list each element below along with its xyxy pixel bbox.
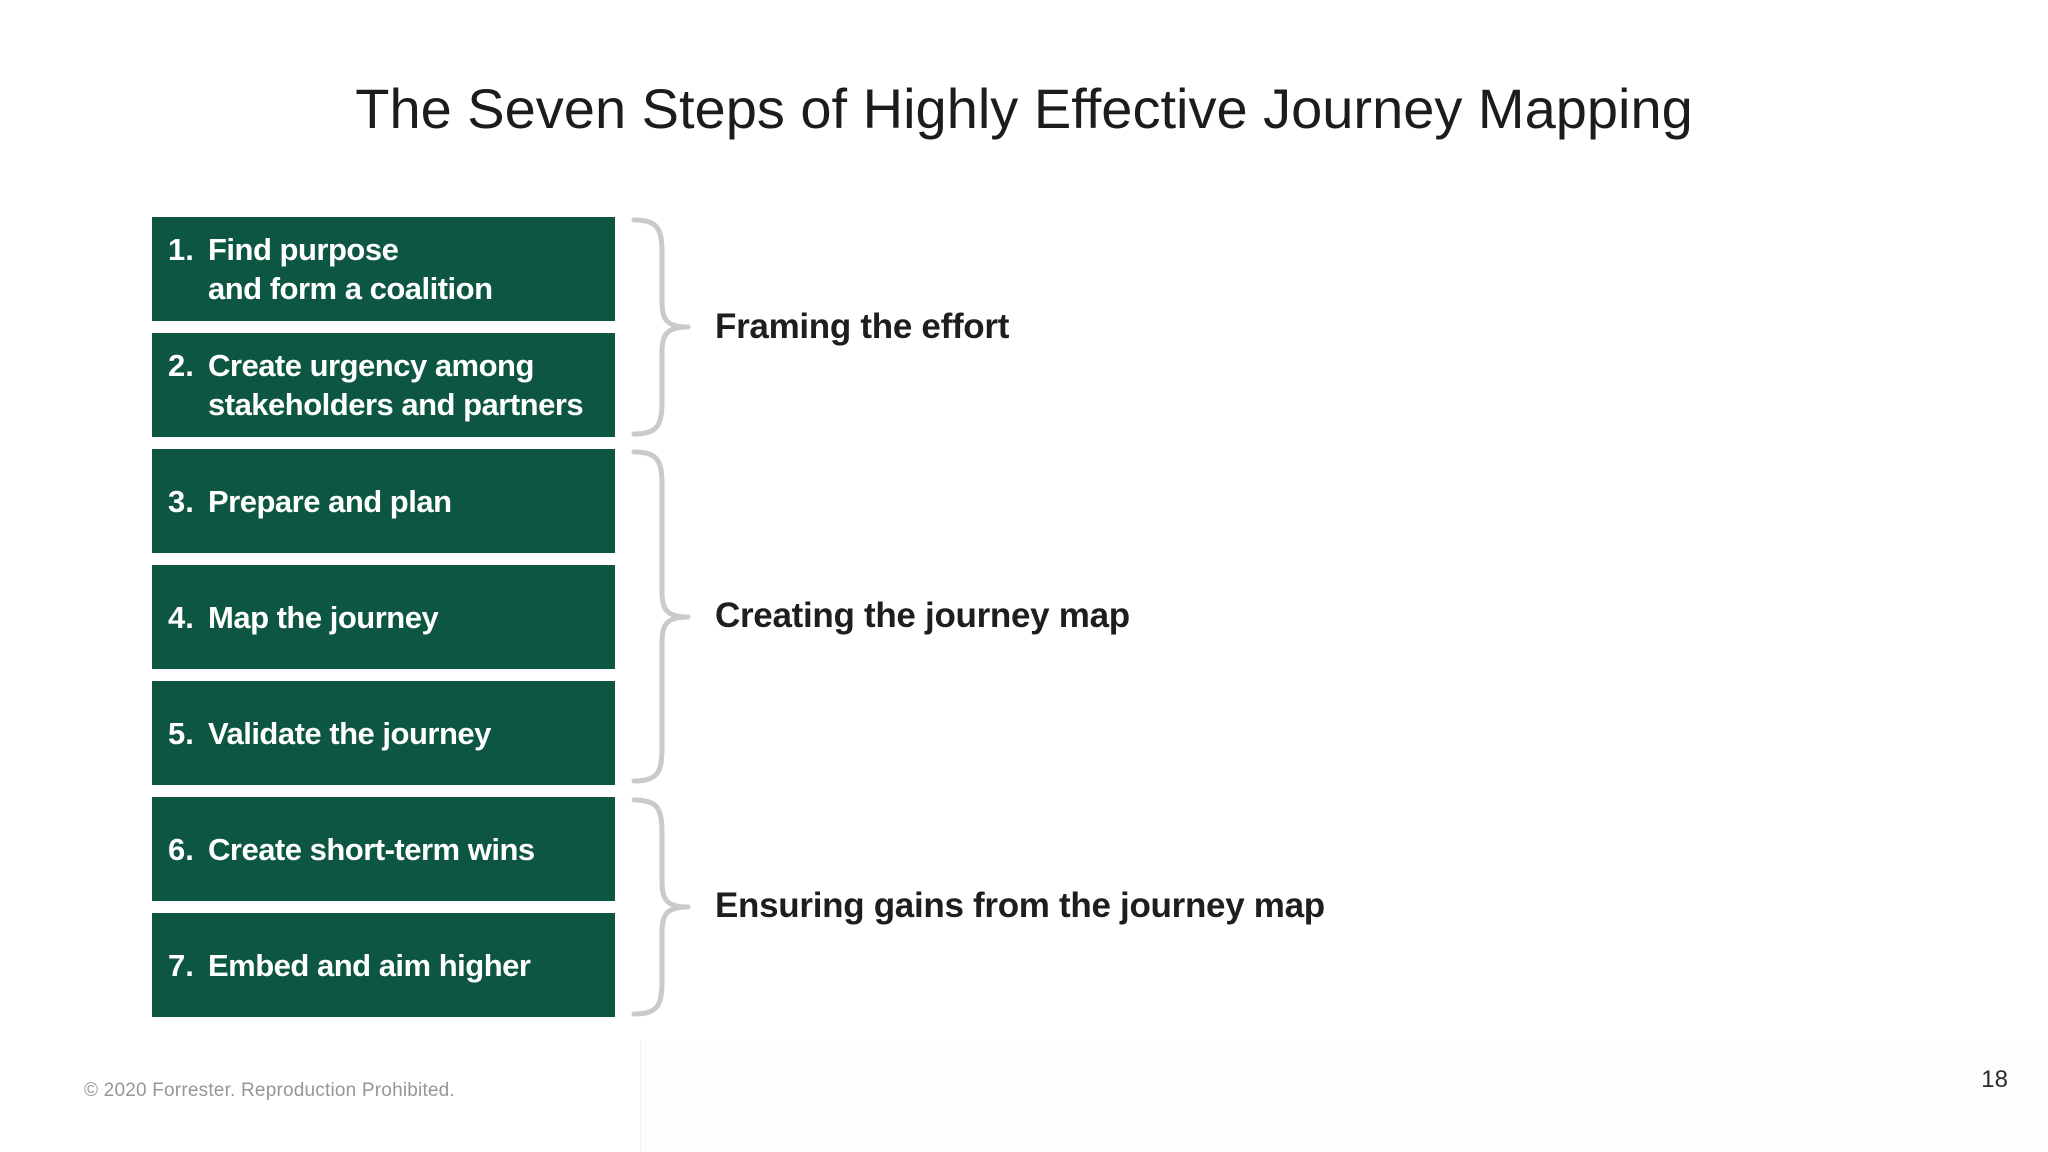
step-label: Find purpose and form a coalition <box>208 232 493 306</box>
step-number: 7. <box>168 947 194 983</box>
group-label-ensuring: Ensuring gains from the journey map <box>715 886 1325 926</box>
step-label: Prepare and plan <box>208 483 452 519</box>
copyright-notice: © 2020 Forrester. Reproduction Prohibite… <box>84 1080 455 1101</box>
step-label: Map the journey <box>208 599 439 635</box>
curly-brace-group-3 <box>631 797 691 1017</box>
step-label: Create short-term wins <box>208 831 535 867</box>
step-label: Validate the journey <box>208 715 491 751</box>
step-box-3: 3. Prepare and plan <box>152 449 615 553</box>
step-label: Create urgency among stakeholders and pa… <box>208 348 584 422</box>
step-row: 3. Prepare and plan <box>152 482 615 521</box>
step-box-5: 5. Validate the journey <box>152 681 615 785</box>
step-box-7: 7. Embed and aim higher <box>152 913 615 1017</box>
step-number: 4. <box>168 599 194 635</box>
step-box-4: 4. Map the journey <box>152 565 615 669</box>
step-row: 5. Validate the journey <box>152 714 615 753</box>
step-row: 7. Embed and aim higher <box>152 946 615 985</box>
step-row: 2. Create urgency among stakeholders and… <box>152 346 615 424</box>
curly-brace-group-1 <box>631 217 691 437</box>
background-seam <box>640 1041 2048 1152</box>
step-number: 1. <box>168 232 194 267</box>
step-number: 6. <box>168 831 194 867</box>
step-box-1: 1. Find purpose and form a coalition <box>152 217 615 321</box>
step-box-6: 6. Create short-term wins <box>152 797 615 901</box>
step-box-2: 2. Create urgency among stakeholders and… <box>152 333 615 437</box>
step-number: 2. <box>168 348 194 383</box>
step-label: Embed and aim higher <box>208 947 531 983</box>
step-row: 4. Map the journey <box>152 598 615 637</box>
step-row: 6. Create short-term wins <box>152 830 615 869</box>
slide-title: The Seven Steps of Highly Effective Jour… <box>355 76 1693 140</box>
group-label-framing: Framing the effort <box>715 307 1010 347</box>
curly-brace-group-2 <box>631 449 691 784</box>
step-row: 1. Find purpose and form a coalition <box>152 230 615 308</box>
step-number: 3. <box>168 483 194 519</box>
step-number: 5. <box>168 715 194 751</box>
group-label-creating: Creating the journey map <box>715 596 1130 636</box>
page-number: 18 <box>1981 1066 2008 1093</box>
